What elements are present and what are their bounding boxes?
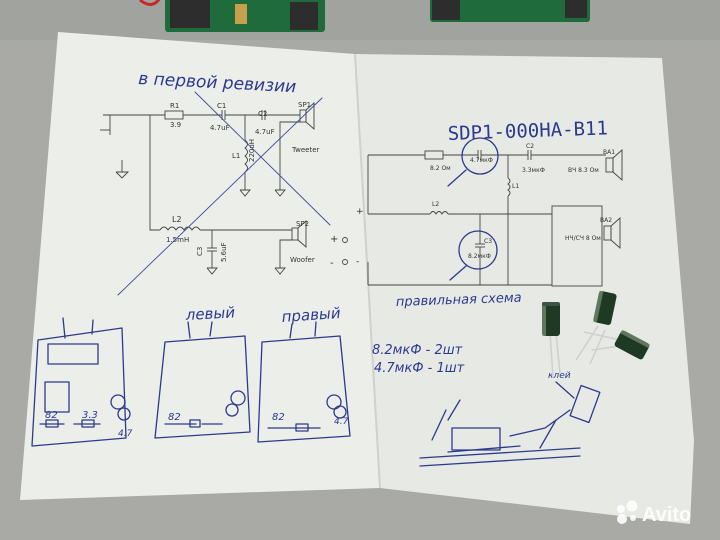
- board-sketch-main: 82 3.3 4.7: [31, 317, 133, 447]
- right-c2-value: 3.3мкФ: [522, 167, 545, 174]
- board-sketch-left: левый 82: [154, 303, 251, 439]
- glue-label: клей: [548, 371, 571, 381]
- circuit-board-left: [165, 0, 325, 32]
- right-l1-ref: L1: [512, 183, 519, 190]
- right-sheet-caption: правильная схема: [396, 291, 522, 310]
- sp1-name: Tweeter: [291, 146, 320, 154]
- parts-line-2: 4.7мкФ - 1шт: [374, 361, 465, 376]
- ba1-ref: BA1: [603, 149, 615, 156]
- right-plus-terminal: +: [356, 207, 364, 217]
- left-schematic: R1 3.9 C1 4.7uF C2 4.7uF SP1 Tweeter L1 …: [100, 101, 348, 275]
- r1-ref: R1: [170, 102, 179, 110]
- c3-value: 5.6uF: [220, 242, 228, 262]
- board-sketch-right: правый 82 4.7: [257, 304, 351, 443]
- board-right-value-4-7: 4.7: [334, 417, 349, 427]
- ba2-ref: BA2: [600, 217, 612, 224]
- board-value-4-7: 4.7: [118, 429, 133, 439]
- capacitor-1: [542, 302, 561, 379]
- sp1-ref: SP1: [298, 101, 311, 109]
- board-value-82: 82: [45, 410, 58, 421]
- l1-value: 220uH: [248, 139, 256, 162]
- board-right-label: правый: [281, 304, 341, 326]
- avito-watermark: Avito: [617, 500, 691, 526]
- board-right-value-82: 82: [272, 412, 285, 423]
- circled-c1: [461, 137, 499, 175]
- c2-value: 4.7uF: [255, 128, 275, 136]
- right-minus-terminal: -: [356, 257, 359, 267]
- right-schematic: 8.2 Ом 4.7мкФ C2 3.3мкФ BA1 ВЧ 8.3 Ом L1…: [356, 137, 623, 287]
- c1-value: 4.7uF: [210, 124, 230, 132]
- assembly-sketch: клей: [419, 371, 601, 467]
- sp2-ref: SP2: [296, 220, 309, 228]
- right-c2-ref: C2: [526, 143, 534, 150]
- l1-ref: L1: [232, 152, 240, 160]
- left-minus-terminal: -: [330, 258, 334, 269]
- watermark-text: Avito: [642, 504, 691, 526]
- left-plus-terminal: +: [330, 234, 338, 245]
- l2-ref: L2: [172, 215, 182, 224]
- l2-value: 1.5mH: [166, 236, 189, 244]
- circled-c3: [458, 230, 498, 270]
- board-value-3-3: 3.3: [82, 410, 98, 421]
- right-c1-value: 4.7мкФ: [470, 157, 493, 164]
- sp2-name: Woofer: [290, 256, 315, 264]
- circuit-board-right: [430, 0, 590, 22]
- capacitor-3: [583, 329, 651, 360]
- c1-ref: C1: [217, 102, 226, 110]
- board-left-value-82: 82: [168, 412, 181, 423]
- r-value: 8.2 Ом: [430, 165, 451, 172]
- left-paper-sheet: [20, 32, 380, 500]
- c3-ref: C3: [196, 247, 204, 256]
- r1-value: 3.9: [170, 121, 181, 129]
- ba1-name: ВЧ 8.3 Ом: [568, 167, 599, 174]
- right-c3-ref: C3: [484, 238, 492, 245]
- right-paper-sheet: [355, 54, 694, 524]
- ba2-name: НЧ/СЧ 8 Ом: [565, 235, 601, 242]
- right-l2-ref: L2: [432, 201, 439, 208]
- board-left-label: левый: [184, 303, 235, 324]
- parts-line-1: 8.2мкФ - 2шт: [372, 343, 463, 358]
- c2-ref: C2: [258, 110, 267, 118]
- right-c3-value: 8.2мкФ: [468, 253, 491, 260]
- capacitor-2: [575, 290, 617, 365]
